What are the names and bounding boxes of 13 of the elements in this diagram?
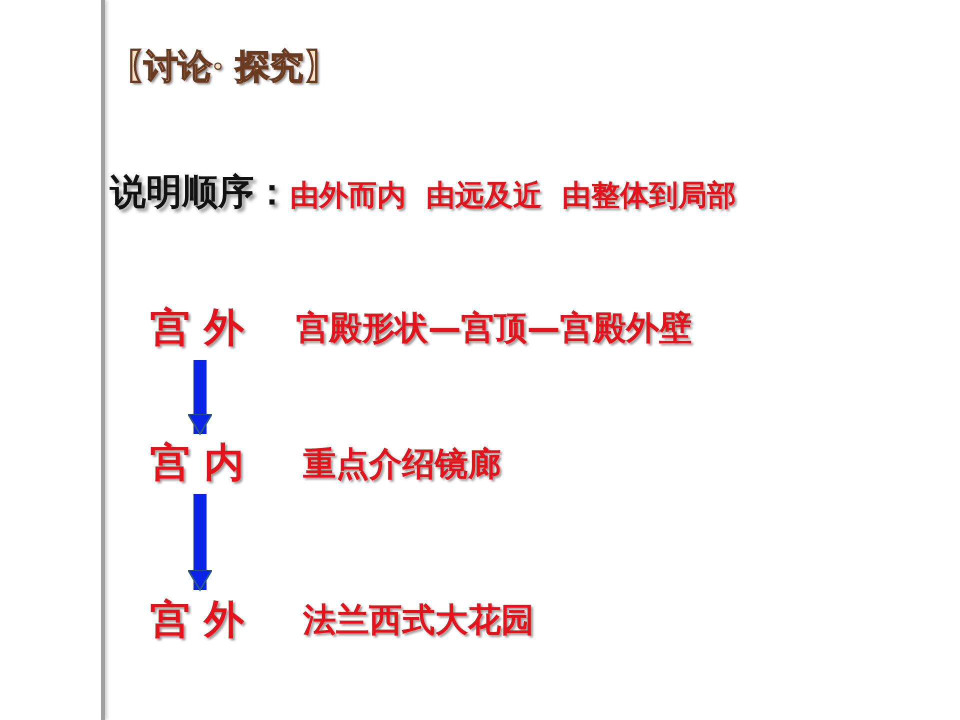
node-label: 宫 内 [132,436,262,490]
title-text: 【讨论· 探究】 [110,46,338,89]
caption-text: 宫殿形状—宫顶—宫殿外壁 [296,307,692,349]
block-arrow [187,494,213,591]
node-label: 宫 外 [132,300,262,356]
label-text: 由远及近 [426,177,542,214]
caption-text: 法兰西式大花园 [303,599,534,641]
heading-text: 说明顺序： [110,171,290,215]
node-label: 宫 外 [132,592,262,648]
caption-text: 重点介绍镜廊 [303,443,501,485]
block-arrow [187,360,213,435]
label-text: 由整体到局部 [562,177,736,214]
label-text: 由外而内 [290,177,406,214]
